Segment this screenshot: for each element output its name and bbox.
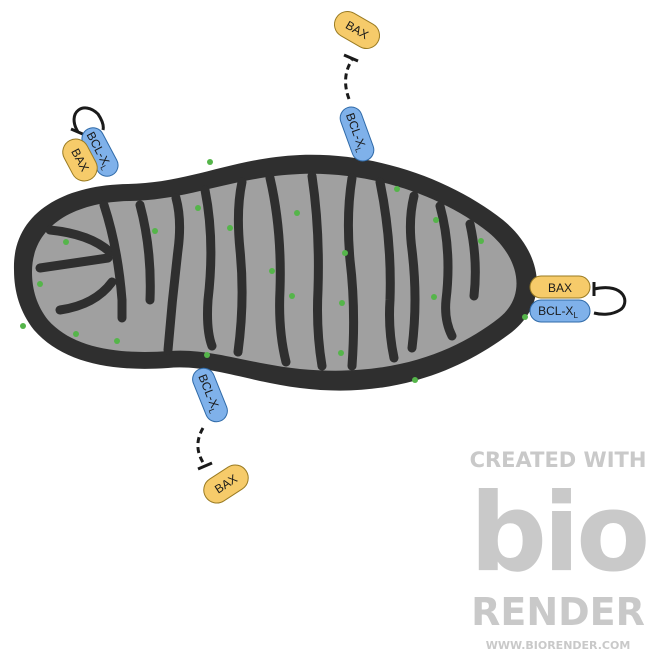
green-dot bbox=[73, 331, 79, 337]
green-dot bbox=[522, 314, 528, 320]
green-dot bbox=[195, 205, 201, 211]
complex-right: BAX BCL-XL bbox=[530, 276, 625, 322]
green-dot bbox=[294, 210, 300, 216]
crista bbox=[348, 178, 353, 366]
dashed-inhibition-line bbox=[198, 428, 204, 464]
green-dot bbox=[478, 238, 484, 244]
green-dot bbox=[20, 323, 26, 329]
green-dot bbox=[227, 225, 233, 231]
solid-inhibition-arc bbox=[594, 288, 625, 315]
green-dot bbox=[63, 239, 69, 245]
crista bbox=[470, 224, 475, 296]
green-dot bbox=[338, 350, 344, 356]
complex-top: BAX BCL-XL bbox=[330, 7, 385, 164]
complex-bottom: BCL-XL BAX bbox=[189, 365, 253, 508]
green-dot bbox=[37, 281, 43, 287]
green-dot bbox=[204, 352, 210, 358]
crista bbox=[410, 196, 415, 348]
green-dot bbox=[412, 377, 418, 383]
green-dot bbox=[269, 268, 275, 274]
green-dot bbox=[114, 338, 120, 344]
green-dot bbox=[152, 228, 158, 234]
green-dot bbox=[289, 293, 295, 299]
bcl-xl-label: BCL-XL bbox=[538, 304, 578, 320]
green-dot bbox=[433, 217, 439, 223]
green-dot bbox=[431, 294, 437, 300]
green-dot bbox=[394, 186, 400, 192]
green-dot bbox=[339, 300, 345, 306]
complex-top-left: BCL-XL BAX bbox=[58, 108, 122, 186]
green-dot bbox=[342, 250, 348, 256]
crista bbox=[238, 182, 242, 352]
bax-label: BAX bbox=[548, 281, 572, 295]
green-dot bbox=[207, 159, 213, 165]
dashed-inhibition-line bbox=[346, 60, 352, 99]
inhibition-bar bbox=[198, 463, 212, 469]
